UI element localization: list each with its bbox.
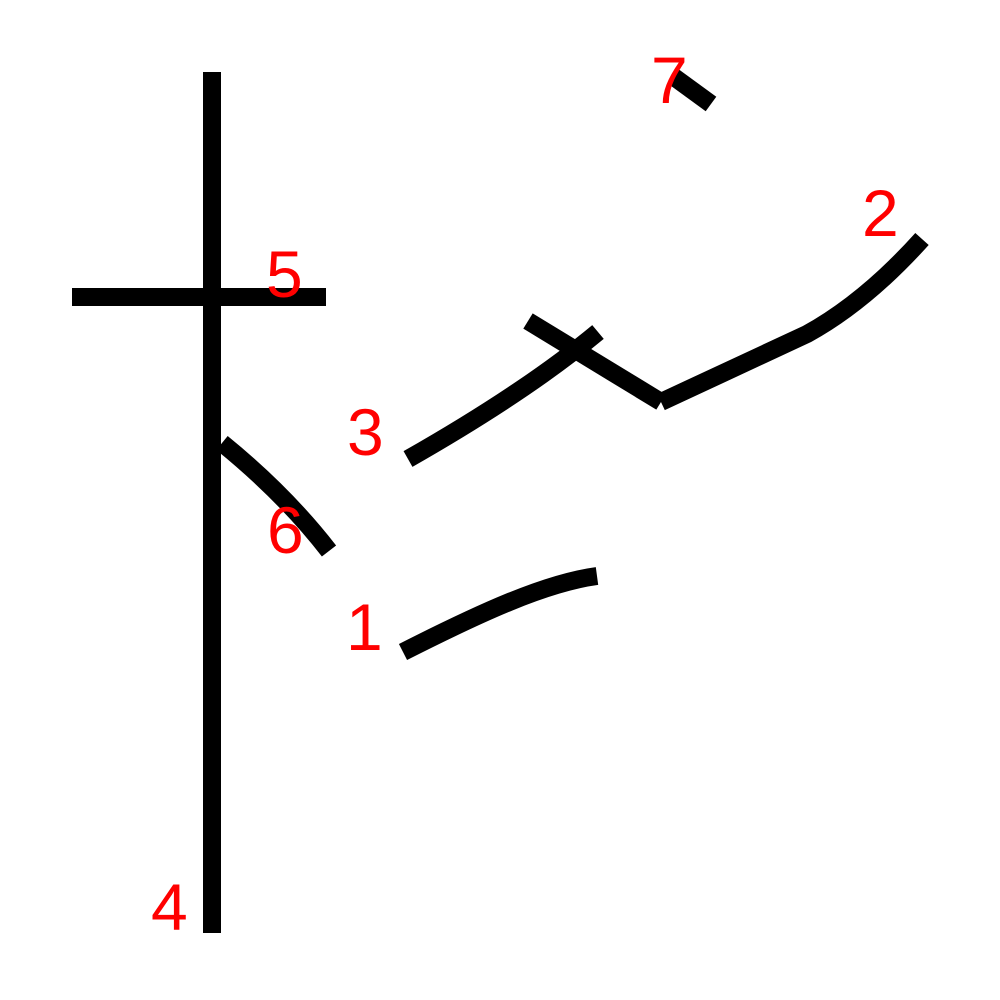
stroke-7-label: 7: [651, 43, 688, 117]
stroke-4-label: 4: [151, 870, 188, 944]
stroke-2-label: 2: [862, 176, 899, 250]
stroke-6-path: [216, 436, 337, 557]
stroke-paths: [72, 69, 929, 933]
stroke-7-path: [668, 69, 717, 112]
stroke-5-label: 5: [266, 237, 303, 311]
stroke-1-label: 1: [346, 590, 383, 664]
stroke-labels: 1 2 3 4 5 6 7: [151, 43, 899, 944]
stroke-1-path: [398, 567, 599, 661]
stroke-6-label: 6: [267, 493, 304, 567]
stroke-2-path: [657, 232, 929, 411]
stroke-3b-path: [523, 313, 666, 410]
stroke-3-label: 3: [347, 395, 384, 469]
